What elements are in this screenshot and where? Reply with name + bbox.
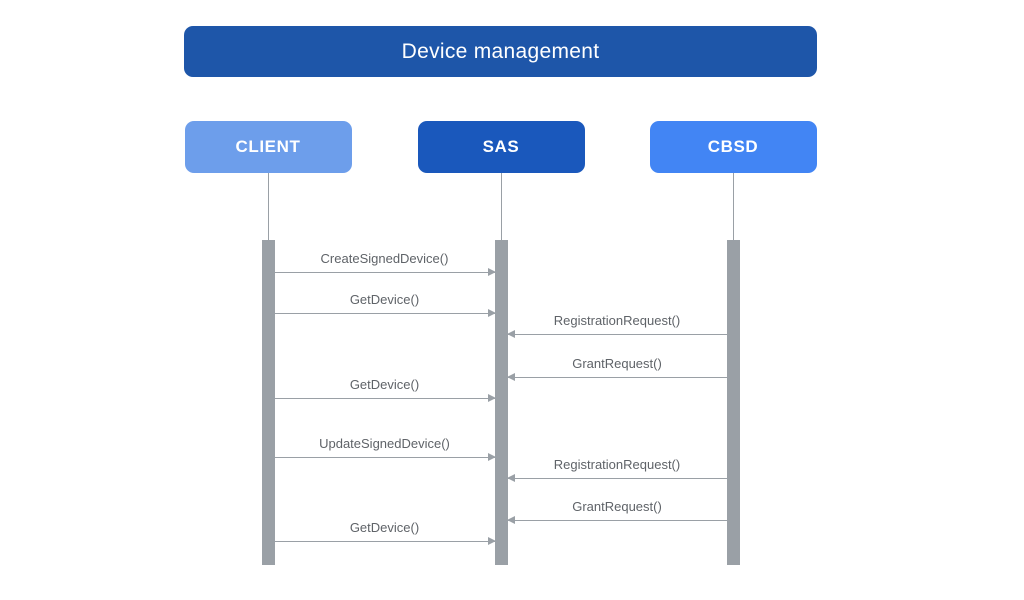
message-label: RegistrationRequest()	[553, 457, 681, 472]
message-line	[507, 376, 727, 378]
message-client-to-sas: GetDevice()	[274, 288, 496, 317]
message-client-to-sas: CreateSignedDevice()	[274, 247, 496, 276]
message-label: UpdateSignedDevice()	[319, 436, 450, 451]
lifeline-client	[268, 173, 269, 240]
arrowhead-right-icon	[487, 268, 496, 276]
arrowhead-left-icon	[506, 516, 515, 524]
message-line	[274, 312, 495, 314]
message-label: CreateSignedDevice()	[320, 251, 449, 266]
message-cbsd-to-sas: GrantRequest()	[506, 495, 727, 524]
actor-label-sas: SAS	[482, 137, 520, 156]
message-cbsd-to-sas: GrantRequest()	[506, 352, 727, 381]
arrowhead-left-icon	[506, 474, 515, 482]
message-client-to-sas: GetDevice()	[274, 373, 496, 402]
message-label: GetDevice()	[349, 520, 420, 535]
message-label: GetDevice()	[349, 292, 420, 307]
actor-cbsd: CBSD	[649, 121, 817, 173]
message-label: GrantRequest()	[572, 356, 662, 371]
message-line	[507, 333, 727, 335]
actor-label-client: CLIENT	[235, 137, 301, 156]
arrowhead-right-icon	[487, 537, 496, 545]
arrowhead-right-icon	[487, 309, 496, 317]
message-cbsd-to-sas: RegistrationRequest()	[506, 453, 727, 482]
message-line	[274, 456, 495, 458]
actor-label-cbsd: CBSD	[707, 137, 759, 156]
message-line	[274, 397, 495, 399]
arrowhead-right-icon	[487, 394, 496, 402]
arrowhead-left-icon	[506, 330, 515, 338]
lifeline-cbsd	[733, 173, 734, 240]
message-label: GetDevice()	[349, 377, 420, 392]
message-client-to-sas: GetDevice()	[274, 516, 496, 545]
actor-sas: SAS	[417, 121, 585, 173]
message-client-to-sas: UpdateSignedDevice()	[274, 432, 496, 461]
activation-bar-client	[261, 240, 275, 565]
message-line	[507, 519, 727, 521]
diagram-title-bar: Device management	[184, 26, 817, 77]
message-label: GrantRequest()	[572, 499, 662, 514]
lifeline-sas	[501, 173, 502, 240]
message-cbsd-to-sas: RegistrationRequest()	[506, 309, 727, 338]
activation-bar-sas	[494, 240, 508, 565]
message-line	[274, 271, 495, 273]
arrowhead-left-icon	[506, 373, 515, 381]
diagram-title: Device management	[401, 39, 600, 63]
message-label: RegistrationRequest()	[553, 313, 681, 328]
actor-client: CLIENT	[184, 121, 352, 173]
activation-bar-cbsd	[726, 240, 740, 565]
arrowhead-right-icon	[487, 453, 496, 461]
message-line	[507, 477, 727, 479]
message-line	[274, 540, 495, 542]
